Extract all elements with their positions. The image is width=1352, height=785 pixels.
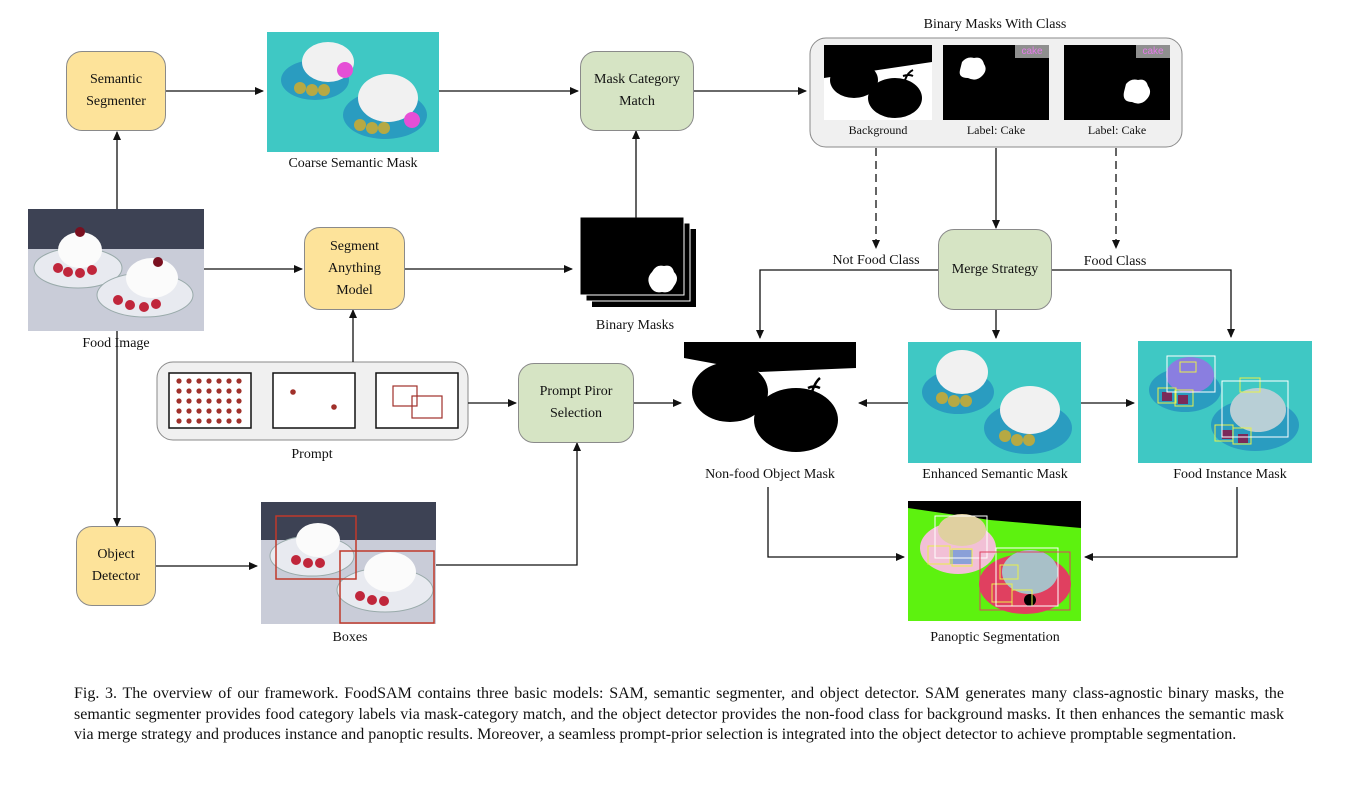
panoptic-segmentation-image (908, 501, 1081, 621)
point-prompt (272, 372, 356, 429)
not-food-class-label: Not Food Class (832, 253, 920, 268)
binary-masks-stack (579, 216, 696, 307)
segment-anything-model-box: Segment Anything Model (304, 227, 405, 310)
coarse-semantic-mask-image (267, 32, 439, 152)
boxes-label: Boxes (332, 630, 368, 645)
panoptic-segmentation-label: Panoptic Segmentation (930, 630, 1060, 645)
semantic-segmenter-box: Semantic Segmenter (66, 51, 166, 131)
food-image-label: Food Image (82, 336, 150, 351)
object-detector-box: Object Detector (76, 526, 156, 606)
food-image (28, 209, 204, 331)
enhanced-semantic-mask-label: Enhanced Semantic Mask (922, 467, 1068, 482)
non-food-object-mask-image (684, 342, 856, 462)
binary-masks-with-class-panel (809, 37, 1183, 148)
food-instance-mask-label: Food Instance Mask (1173, 467, 1287, 482)
prompt-label: Prompt (291, 447, 333, 462)
point-grid-dots (176, 378, 242, 424)
cake-tag-2: cake (1142, 46, 1164, 57)
prompt-panel (156, 361, 469, 441)
prompt-prior-selection-box: Prompt Piror Selection (518, 363, 634, 443)
cake-tag-1: cake (1021, 46, 1043, 57)
non-food-object-mask-label: Non-food Object Mask (705, 467, 835, 482)
connectors (113, 87, 1238, 570)
food-class-label: Food Class (1083, 254, 1147, 269)
merge-strategy-box: Merge Strategy (938, 229, 1052, 310)
food-instance-mask-image (1138, 341, 1312, 463)
background-mask-label: Background (848, 123, 908, 137)
binary-masks-label: Binary Masks (595, 318, 675, 333)
enhanced-semantic-mask-image (908, 342, 1081, 463)
cake-mask-2-label: Label: Cake (1087, 123, 1147, 137)
cake-mask-1-label: Label: Cake (966, 123, 1026, 137)
binary-masks-with-class-label: Binary Masks With Class (923, 17, 1067, 32)
figure-caption: Fig. 3. The overview of our framework. F… (74, 685, 1284, 743)
cake-tag-1-bg (1015, 45, 1049, 58)
boxes-image (261, 502, 436, 624)
coarse-semantic-mask-label: Coarse Semantic Mask (288, 156, 418, 171)
cake-tag-2-bg (1136, 45, 1170, 58)
mask-category-match-box: Mask Category Match (580, 51, 694, 131)
